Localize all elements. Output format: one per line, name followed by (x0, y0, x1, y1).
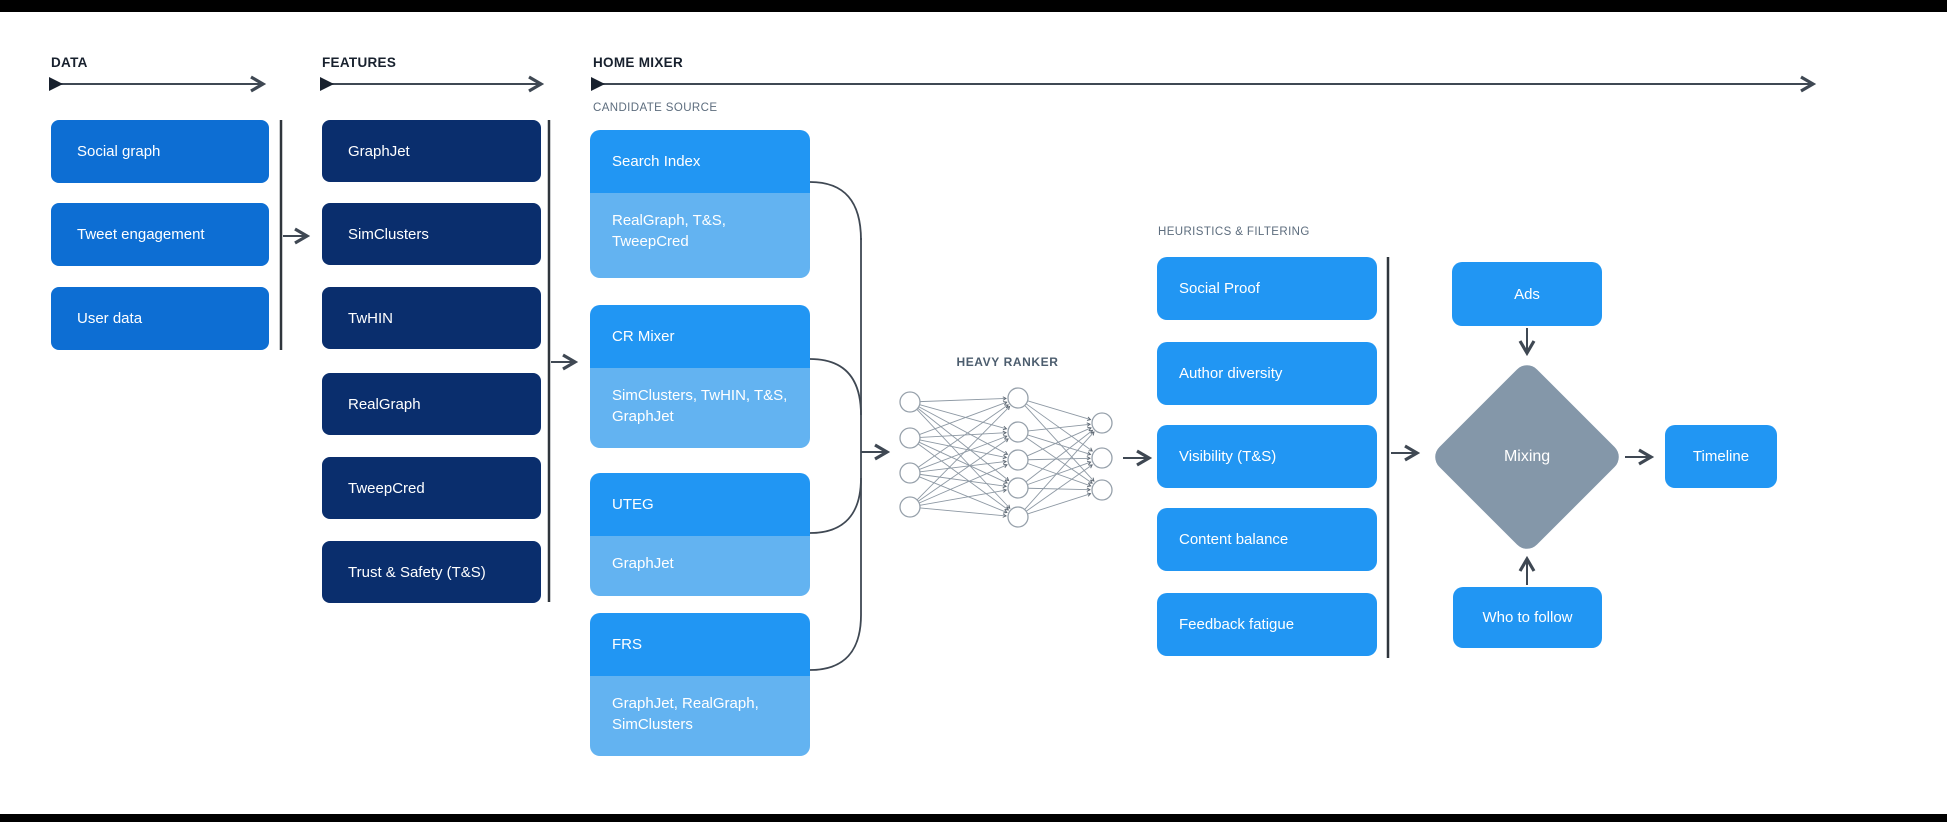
uteg-connector (809, 477, 862, 534)
bottom-black-bar (0, 814, 1947, 822)
candidate-source-search-index: Search Index RealGraph, T&S, TweepCred (590, 130, 810, 278)
data-section-label: DATA (51, 55, 88, 70)
candidate-source-uteg: UTEG GraphJet (590, 473, 810, 596)
features-section-label: FEATURES (322, 55, 397, 70)
heavy-ranker-label: HEAVY RANKER (956, 355, 1059, 369)
candidate-source-name: CR Mixer (590, 305, 810, 368)
filter-box-social-proof: Social Proof (1157, 257, 1377, 320)
data-box-tweet-engagement: Tweet engagement (51, 203, 269, 266)
filter-box-feedback-fatigue: Feedback fatigue (1157, 593, 1377, 656)
candidate-source-features: GraphJet (590, 536, 810, 596)
feature-box-tweepcred: TweepCred (322, 457, 541, 519)
candidate-source-features: GraphJet, RealGraph, SimClusters (590, 676, 810, 756)
mixing-label: Mixing (1503, 447, 1551, 465)
candidate-source-frs: FRS GraphJet, RealGraph, SimClusters (590, 613, 810, 756)
data-box-social-graph: Social graph (51, 120, 269, 183)
feature-box-simclusters: SimClusters (322, 203, 541, 265)
heuristics-section-label: HEURISTICS & FILTERING (1158, 226, 1310, 238)
filter-box-content-balance: Content balance (1157, 508, 1377, 571)
candidate-source-name: FRS (590, 613, 810, 676)
feature-box-trust-safety: Trust & Safety (T&S) (322, 541, 541, 603)
mixing-diamond: Mixing (1429, 359, 1625, 555)
filter-box-author-diversity: Author diversity (1157, 342, 1377, 405)
cr-mixer-connector (809, 358, 862, 416)
feature-box-realgraph: RealGraph (322, 373, 541, 435)
candidate-source-features: RealGraph, T&S, TweepCred (590, 193, 810, 278)
feature-box-graphjet: GraphJet (322, 120, 541, 182)
candidate-source-name: UTEG (590, 473, 810, 536)
candidate-source-label: CANDIDATE SOURCE (593, 102, 718, 114)
candidate-source-cr-mixer: CR Mixer SimClusters, TwHIN, T&S, GraphJ… (590, 305, 810, 448)
top-black-bar (0, 0, 1947, 12)
neural-network-edges (916, 396, 1095, 518)
candidate-source-name: Search Index (590, 130, 810, 193)
candidate-source-features: SimClusters, TwHIN, T&S, GraphJet (590, 368, 810, 448)
data-box-user-data: User data (51, 287, 269, 350)
ads-box: Ads (1452, 262, 1602, 326)
feature-box-twhin: TwHIN (322, 287, 541, 349)
neural-network-nodes (899, 387, 1113, 528)
home-mixer-section-label: HOME MIXER (593, 55, 684, 70)
search-index-connector (809, 181, 862, 241)
frs-connector (809, 614, 862, 671)
who-to-follow-box: Who to follow (1453, 587, 1602, 648)
filter-box-visibility: Visibility (T&S) (1157, 425, 1377, 488)
timeline-box: Timeline (1665, 425, 1777, 488)
